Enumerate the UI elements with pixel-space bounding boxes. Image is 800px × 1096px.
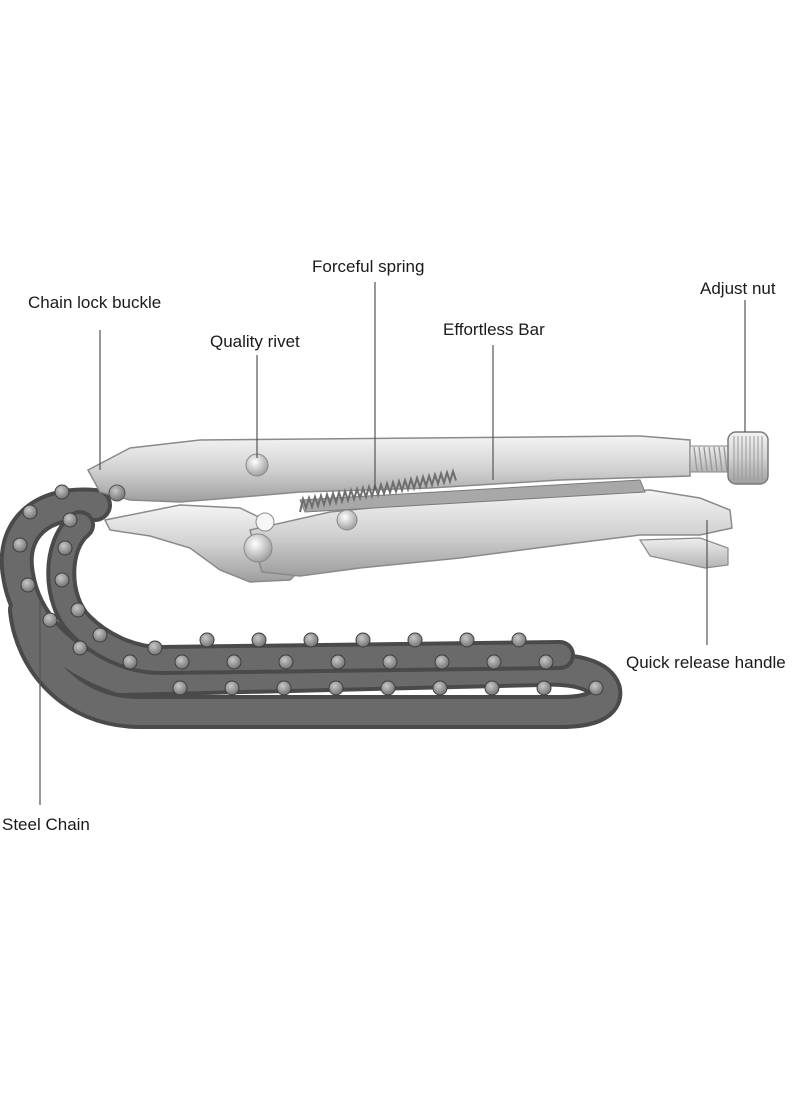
chain-pin bbox=[380, 680, 396, 696]
chain-pin bbox=[174, 654, 190, 670]
callout-quality-rivet: Quality rivet bbox=[210, 332, 300, 351]
callout-chain-lock-buckle: Chain lock buckle bbox=[28, 293, 162, 312]
forceful-spring-shape bbox=[299, 468, 457, 513]
chain-pin bbox=[172, 680, 188, 696]
chain-pin bbox=[251, 632, 267, 648]
chain-pin bbox=[12, 537, 28, 553]
chain-pin bbox=[328, 680, 344, 696]
chain-pin bbox=[57, 540, 73, 556]
chain-pin bbox=[20, 577, 36, 593]
plier-body bbox=[86, 431, 769, 583]
callout-forceful-spring: Forceful spring bbox=[312, 257, 425, 276]
chain-pin bbox=[54, 572, 70, 588]
chain-pin bbox=[486, 654, 502, 670]
callout-steel-chain: Steel Chain bbox=[2, 815, 90, 834]
chain-pin bbox=[22, 504, 38, 520]
chain-pin bbox=[432, 680, 448, 696]
chain-pin bbox=[303, 632, 319, 648]
chain-pin bbox=[72, 640, 88, 656]
chain-pin bbox=[54, 484, 70, 500]
chain-pin bbox=[224, 680, 240, 696]
chain-pin bbox=[355, 632, 371, 648]
chain-pin bbox=[407, 632, 423, 648]
chain-pin bbox=[122, 654, 138, 670]
chain-pin bbox=[226, 654, 242, 670]
chain-pin bbox=[92, 627, 108, 643]
leader-lines bbox=[39, 282, 746, 805]
chain-pin bbox=[42, 612, 58, 628]
chain-pin bbox=[70, 602, 86, 618]
callout-adjust-nut: Adjust nut bbox=[700, 279, 776, 298]
chain-pin bbox=[278, 654, 294, 670]
chain-pin bbox=[147, 640, 163, 656]
chain-pin bbox=[382, 654, 398, 670]
steel-chain bbox=[0, 484, 623, 729]
callout-quick-release-handle: Quick release handle bbox=[626, 653, 786, 672]
chain-pin bbox=[484, 680, 500, 696]
chain-pin bbox=[459, 632, 475, 648]
chain-pin bbox=[199, 632, 215, 648]
chain-pin bbox=[330, 654, 346, 670]
chain-pin bbox=[538, 654, 554, 670]
callout-effortless-bar: Effortless Bar bbox=[443, 320, 545, 339]
chain-pin bbox=[434, 654, 450, 670]
chain-pin bbox=[276, 680, 292, 696]
chain-pin bbox=[588, 680, 604, 696]
chain-pin bbox=[511, 632, 527, 648]
chain-pin bbox=[62, 512, 78, 528]
chain-pin bbox=[536, 680, 552, 696]
